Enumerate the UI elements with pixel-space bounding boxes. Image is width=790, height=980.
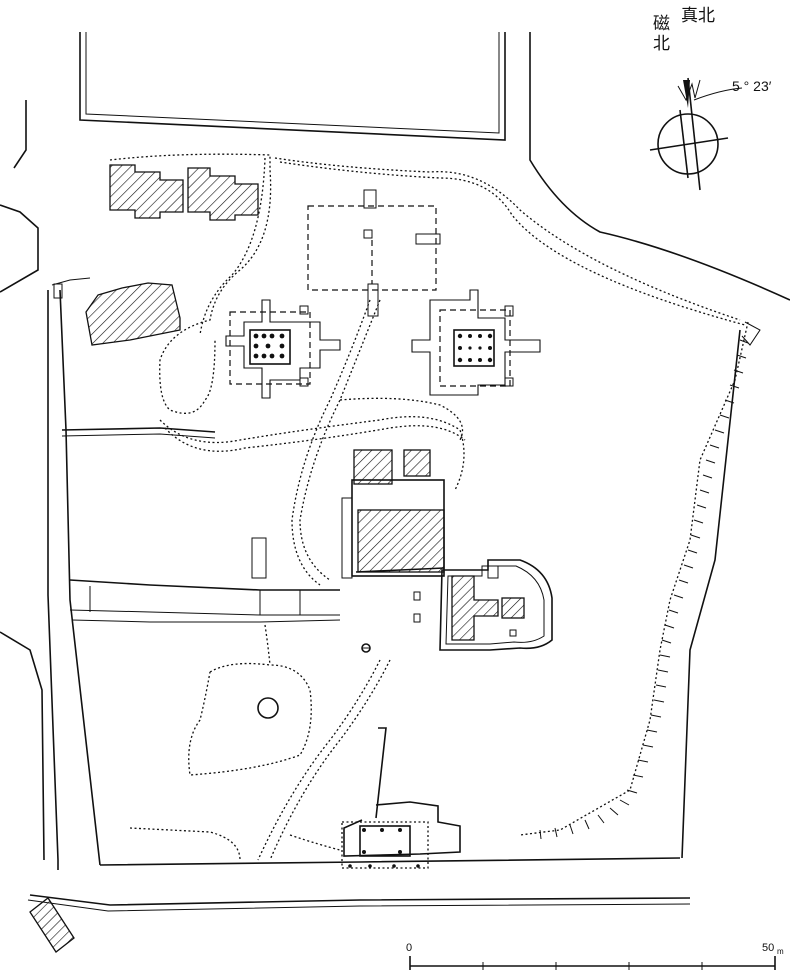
central-boundaries <box>61 427 341 623</box>
west-road <box>0 100 101 870</box>
east-inner-boundary <box>681 329 741 859</box>
east-road-edge <box>529 32 790 301</box>
scale-end-label: 50 <box>762 942 775 954</box>
declination-label: 5 ° 23′ <box>732 78 772 94</box>
scale-bar <box>409 956 776 970</box>
compass-rose <box>649 77 743 191</box>
building-sw <box>29 897 75 953</box>
north-boundary-enclosure <box>79 32 506 141</box>
magnetic-north-label: 磁北 <box>653 14 670 54</box>
central-buildings <box>251 449 445 579</box>
scale-start-label: 0 <box>406 942 413 954</box>
south-boundary <box>27 857 691 912</box>
scale-unit-label: m <box>777 947 784 956</box>
hall-foundation-outline <box>307 205 437 291</box>
garden-paths <box>109 153 746 861</box>
south-gate-complex <box>341 727 461 869</box>
building-nw-2 <box>187 167 259 221</box>
pond-island <box>257 697 279 719</box>
building-nw-3 <box>85 282 181 346</box>
true-north-label: 真北 <box>681 6 715 26</box>
west-tower-base <box>225 299 341 399</box>
east-building-complex <box>413 559 553 651</box>
east-tower-base <box>411 289 541 396</box>
building-nw-1 <box>109 164 184 219</box>
east-embankment <box>519 321 749 840</box>
